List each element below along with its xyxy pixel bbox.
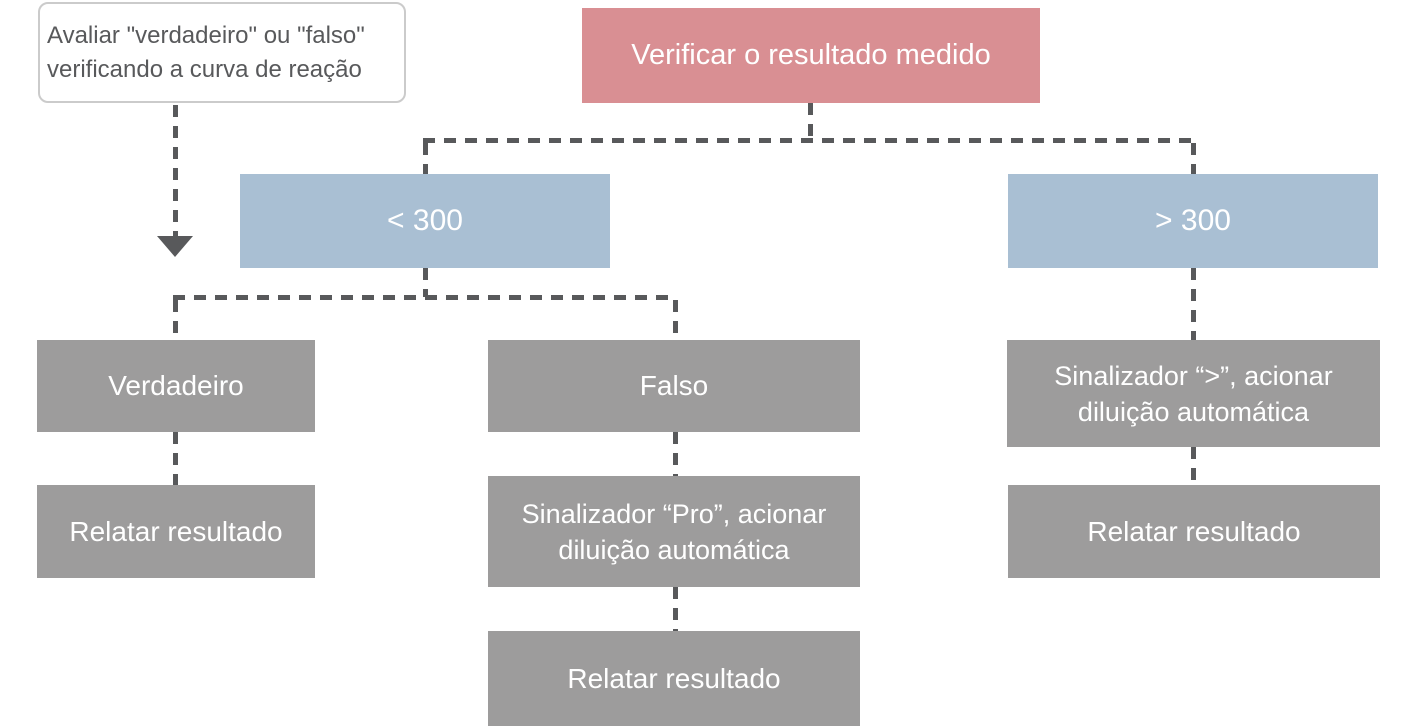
node-label: Falso [639,370,709,401]
connector-root-split-horizontal [423,138,1195,143]
node-verdadeiro: Verdadeiro [37,340,315,432]
node-label-line-1: Sinalizador “>”, acionar [1054,360,1333,391]
connector-falso-to-sinalizador [673,432,678,476]
node-label: Relatar resultado [567,662,781,694]
node-label: Verificar o resultado medido [631,39,991,71]
note-line-1: Avaliar "verdadeiro" ou "falso" [47,21,365,49]
connector-root-down [808,103,813,139]
connector-lt300-split-horizontal [173,295,677,300]
node-label: Relatar resultado [69,515,283,547]
node-sinalizador-pro-auto-dilution: Sinalizador “Pro”, acionar diluição auto… [488,476,860,587]
node-label: > 300 [1155,204,1231,237]
connector-to-falso [673,300,678,340]
node-label: < 300 [387,204,463,237]
connector-lt300-down [423,268,428,297]
connector-to-lt300 [423,143,428,174]
connector-sinalizador-gt-to-relatar [1191,447,1196,485]
connector-to-verdadeiro [173,300,178,340]
node-label-line-2: diluição automática [558,534,790,565]
node-branch-lt-300: < 300 [240,174,610,268]
node-verify-measured-result: Verificar o resultado medido [582,8,1040,103]
node-relatar-resultado-middle: Relatar resultado [488,631,860,726]
node-label: Relatar resultado [1087,515,1301,547]
connector-sinalizador-to-relatar [673,587,678,631]
connector-verdadeiro-to-relatar [173,432,178,485]
connector-to-gt300 [1191,143,1196,174]
node-label: Verdadeiro [108,370,244,401]
node-branch-gt-300: > 300 [1008,174,1378,268]
connector-gt300-to-sinalizador [1191,268,1196,340]
node-label-line-2: diluição automática [1077,396,1310,427]
note-evaluate-reaction-curve: Avaliar "verdadeiro" ou "falso" verifica… [38,2,406,103]
arrow-down-icon [157,236,193,257]
node-falso: Falso [488,340,860,432]
note-line-2: verificando a curva de reação [47,55,362,83]
node-relatar-resultado-right: Relatar resultado [1008,485,1380,578]
node-relatar-resultado-left: Relatar resultado [37,485,315,578]
node-sinalizador-gt-auto-dilution: Sinalizador “>”, acionar diluição automá… [1007,340,1380,447]
connector-note-arrow-line [173,105,178,237]
node-label-line-1: Sinalizador “Pro”, acionar [521,498,827,529]
